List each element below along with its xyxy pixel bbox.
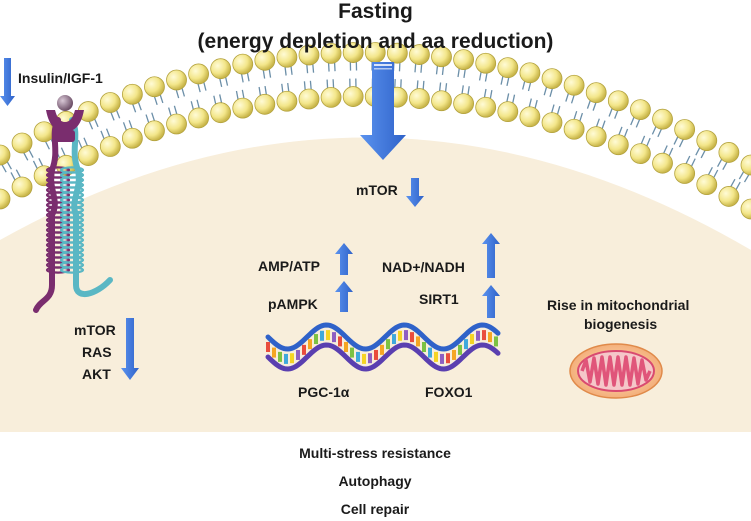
amp-atp-up-arrow-icon xyxy=(335,243,353,275)
label-mito-line2: biogenesis xyxy=(584,316,658,332)
mitochondrion-icon xyxy=(569,343,663,399)
cytoplasm xyxy=(0,137,751,432)
insulin-receptor-icon xyxy=(33,95,113,313)
lipid-bilayer-membrane xyxy=(0,42,751,220)
label-foxo1: FOXO1 xyxy=(425,384,473,400)
pampk-up-arrow-icon xyxy=(335,281,353,312)
mtor-down-arrow-icon xyxy=(406,178,424,207)
receptor-helix-left xyxy=(45,166,71,274)
mtor-ras-akt-down-arrow-icon xyxy=(121,318,139,380)
label-nad-nadh: NAD+/NADH xyxy=(382,259,465,275)
label-ras: RAS xyxy=(82,344,112,360)
insulin-ligand-icon xyxy=(57,95,73,111)
label-mito-line1: Rise in mitochondrial xyxy=(547,297,690,313)
label-pgc1a: PGC-1α xyxy=(298,384,350,400)
outcome-cell-repair: Cell repair xyxy=(340,501,410,517)
insulin-down-arrow-icon xyxy=(0,58,15,106)
label-mtor-left: mTOR xyxy=(74,322,116,338)
label-pampk: pAMPK xyxy=(268,296,318,312)
outcome-multi-stress: Multi-stress resistance xyxy=(299,445,451,461)
label-mtor-top: mTOR xyxy=(356,182,398,198)
label-amp-atp: AMP/ATP xyxy=(258,258,320,274)
nad-nadh-up-arrow-icon xyxy=(482,233,500,278)
label-akt: AKT xyxy=(82,366,111,382)
label-insulin-igf1: Insulin/IGF-1 xyxy=(18,70,103,86)
receptor-helix-right xyxy=(59,166,85,274)
outcome-autophagy: Autophagy xyxy=(338,473,412,489)
label-sirt1: SIRT1 xyxy=(419,291,459,307)
fasting-down-arrow-icon xyxy=(360,62,406,160)
title-subtitle: (energy depletion and aa reduction) xyxy=(197,30,554,53)
sirt1-up-arrow-icon xyxy=(482,285,500,318)
title-fasting: Fasting xyxy=(338,0,413,23)
dna-helix-icon xyxy=(265,322,501,372)
